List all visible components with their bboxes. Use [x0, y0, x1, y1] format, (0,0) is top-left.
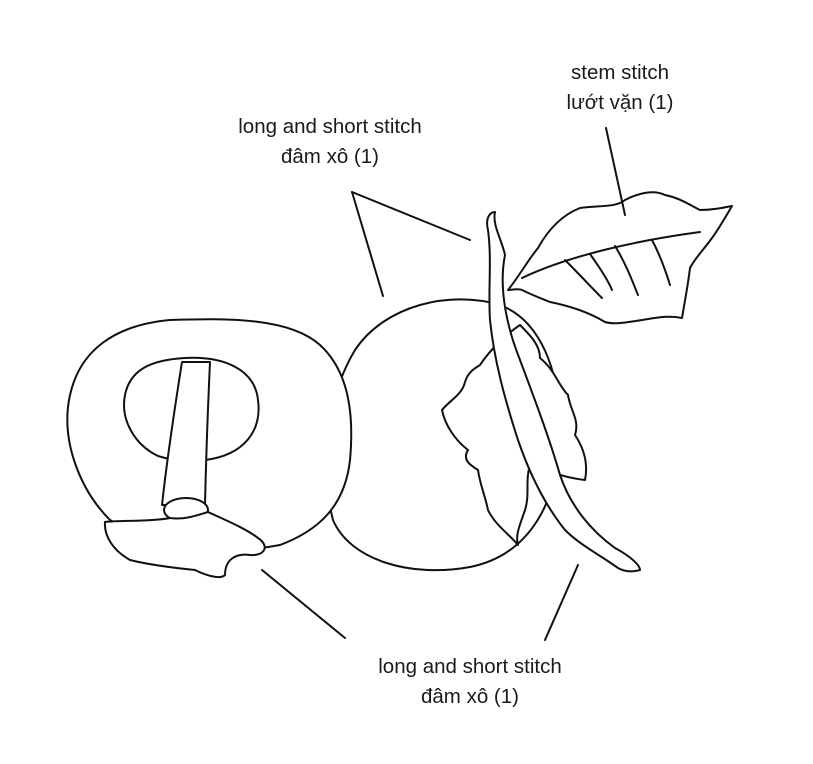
leaf-upper-vein: [564, 259, 603, 299]
leader-line-bottom-right: [544, 564, 579, 641]
label-bottom-line1: long and short stitch: [378, 655, 562, 678]
label-top-right-line1: stem stitch: [571, 61, 669, 84]
label-top-right-line2: lướt vặn (1): [566, 91, 674, 114]
leader-line-bottom-left: [261, 569, 346, 639]
label-top-center-line1: long and short stitch: [238, 115, 422, 138]
leader-line-top-right: [605, 127, 626, 216]
leaf-upper: [507, 191, 733, 325]
leader-line-top-center-right: [351, 191, 471, 241]
label-top-center: long and short stitch đâm xô (1): [200, 112, 460, 172]
label-top-right: stem stitch lướt vặn (1): [520, 58, 720, 118]
label-bottom: long and short stitch đâm xô (1): [340, 652, 600, 712]
label-top-center-line2: đâm xô (1): [281, 145, 379, 168]
label-bottom-line2: đâm xô (1): [421, 685, 519, 708]
leaf-upper-vein: [614, 245, 639, 296]
cut-fruit-calyx: [103, 511, 266, 579]
leaf-lower: [441, 324, 588, 546]
leader-line-top-center-left: [351, 191, 384, 297]
fruit-stem: [486, 211, 641, 573]
leaf-upper-midrib: [521, 231, 701, 279]
leaf-upper-vein: [651, 239, 671, 286]
leaf-upper-vein: [589, 253, 613, 291]
